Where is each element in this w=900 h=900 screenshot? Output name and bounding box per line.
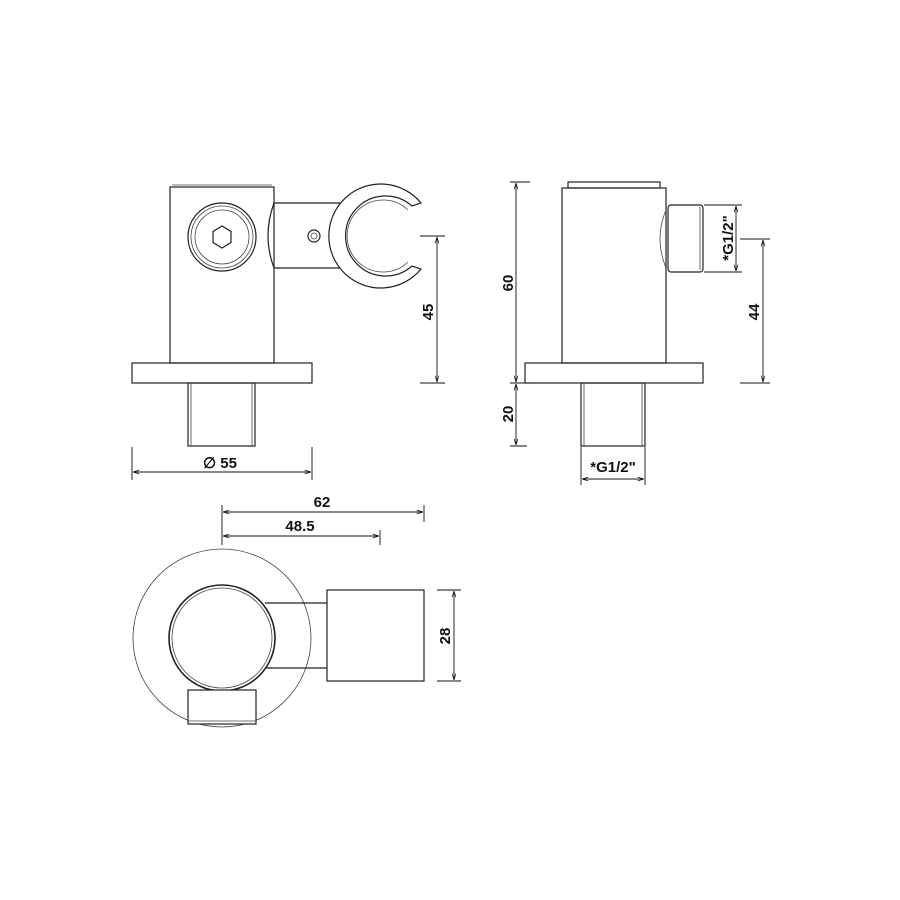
top-holder <box>326 589 425 682</box>
front-arm <box>267 202 340 269</box>
top-outlet-nipple <box>187 689 257 725</box>
dim-45-label: 45 <box>420 304 437 321</box>
front-body <box>169 186 275 364</box>
dim-inlet-thread-label: *G1/2" <box>590 459 635 476</box>
dim-44-label: 44 <box>746 303 763 320</box>
front-thread-stub <box>187 382 256 447</box>
dim-60-label: 60 <box>500 275 517 292</box>
dim-outlet-thread-label: *G1/2" <box>720 215 737 260</box>
dim-20-label: 20 <box>500 406 517 423</box>
front-view: 45 ∅ 55 <box>131 183 445 480</box>
side-flange <box>524 362 704 384</box>
side-outlet <box>667 204 704 273</box>
side-body <box>561 187 667 364</box>
side-view: 60 20 *G1/2" 44 *G1/2" <box>500 181 770 485</box>
hex-plug <box>187 202 257 272</box>
hex-socket-icon <box>212 225 232 249</box>
side-cap <box>567 181 661 189</box>
top-flange-circle <box>132 548 312 728</box>
dim-28-label: 28 <box>437 628 454 645</box>
dim-55-label: ∅ 55 <box>203 455 237 472</box>
front-flange <box>131 362 313 384</box>
dim-62-label: 62 <box>314 494 331 511</box>
set-screw <box>307 229 321 243</box>
top-view: 62 48.5 28 <box>132 494 461 728</box>
handset-clip <box>328 183 423 289</box>
top-body-circle <box>168 584 276 692</box>
side-thread-stub <box>580 382 646 447</box>
dim-48-5-label: 48.5 <box>285 518 314 535</box>
